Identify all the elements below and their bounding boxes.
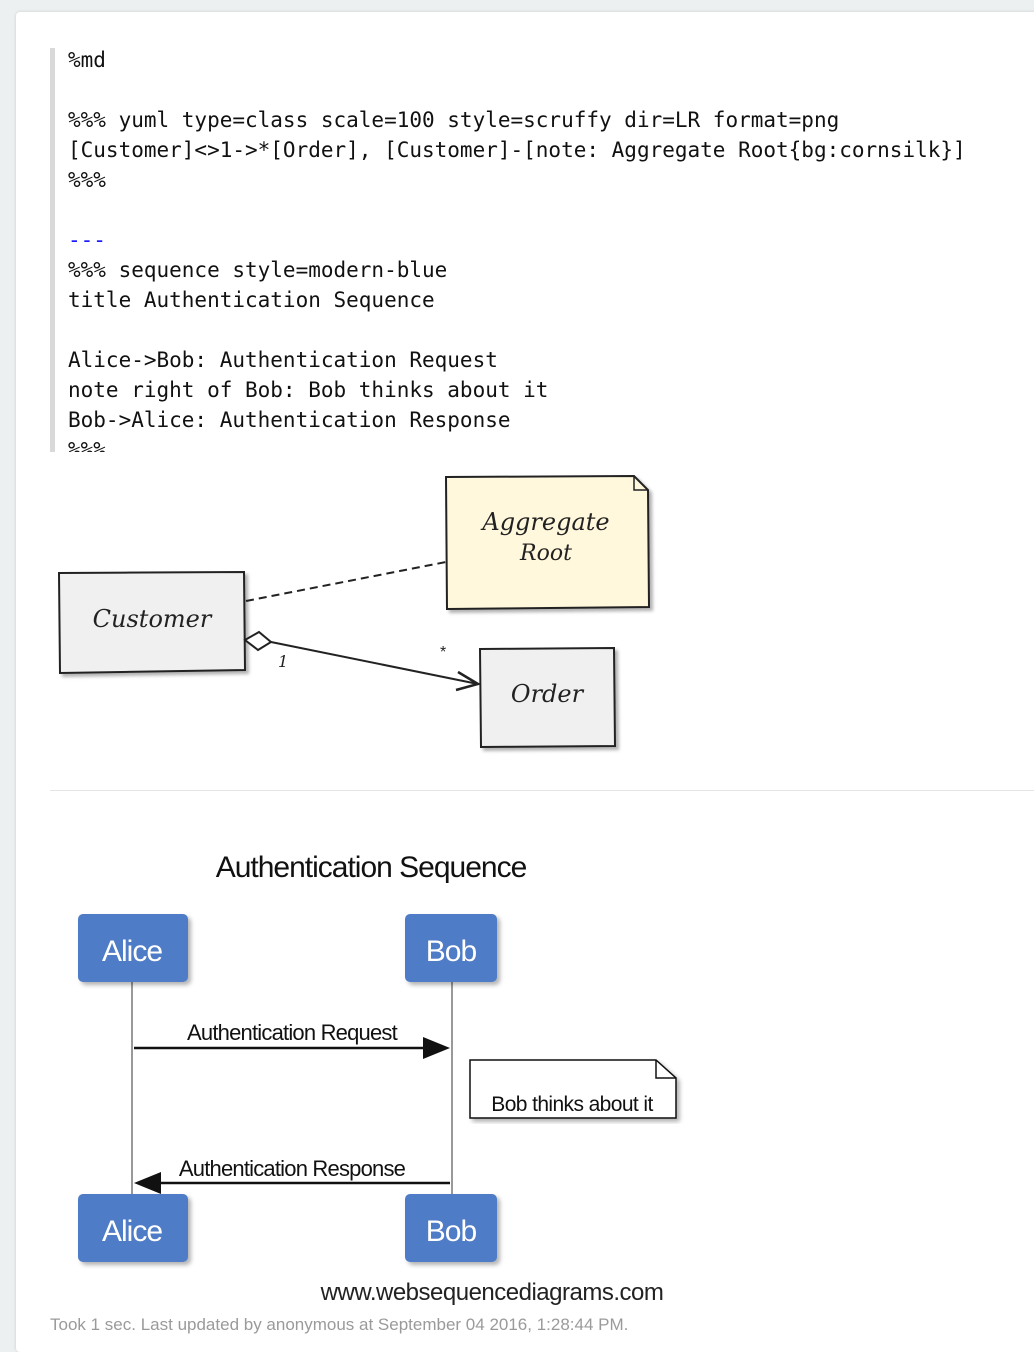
code-editor[interactable]: %md %%% yuml type=class scale=100 style=… — [50, 48, 1034, 452]
alice-bottom: Alice — [78, 1194, 188, 1262]
code-line: title Authentication Sequence — [68, 288, 435, 312]
customer-label: Customer — [93, 605, 213, 633]
code-line: Bob->Alice: Authentication Response — [68, 408, 511, 432]
svg-text:Alice: Alice — [102, 935, 162, 968]
output-divider — [50, 790, 1034, 791]
multiplicity-source: 1 — [278, 652, 288, 671]
code-line: %md — [68, 48, 106, 72]
sequence-title: Authentication Sequence — [216, 851, 527, 884]
svg-text:Alice: Alice — [102, 1215, 162, 1248]
order-label: Order — [511, 680, 585, 708]
code-line: Alice->Bob: Authentication Request — [68, 348, 498, 372]
note-line-1: Aggregate — [480, 508, 609, 536]
paragraph-status: Took 1 sec. Last updated by anonymous at… — [50, 1315, 629, 1334]
sequence-diagram: Authentication Sequence Alice Bob Authen… — [78, 851, 677, 1306]
aggregation-association: 1 * — [243, 630, 482, 692]
note-aggregate-root: Aggregate Root — [444, 474, 651, 611]
notebook-paragraph: %md %%% yuml type=class scale=100 style=… — [16, 12, 1034, 1352]
multiplicity-target: * — [440, 644, 446, 661]
code-line: %%% — [68, 168, 106, 192]
code-line: %%% yuml type=class scale=100 style=scru… — [68, 108, 840, 132]
svg-text:Bob thinks about it: Bob thinks about it — [491, 1093, 653, 1116]
note-line-2: Root — [519, 541, 572, 566]
svg-text:Bob: Bob — [426, 1215, 477, 1248]
svg-text:Bob: Bob — [426, 935, 477, 968]
message-request: Authentication Request — [134, 1020, 450, 1059]
bob-bottom: Bob — [405, 1194, 497, 1262]
code-line: %%% — [68, 438, 106, 452]
code-line: [Customer]<>1->*[Order], [Customer]-[not… — [68, 138, 966, 162]
bob-top: Bob — [405, 914, 497, 982]
svg-text:Authentication Response: Authentication Response — [179, 1156, 406, 1181]
note-connector — [245, 561, 447, 602]
svg-text:Authentication Request: Authentication Request — [187, 1020, 398, 1045]
code-line: --- — [68, 228, 106, 252]
code-line: %%% sequence style=modern-blue — [68, 258, 448, 282]
customer-class: Customer — [57, 570, 247, 675]
watermark: www.websequencediagrams.com — [320, 1279, 664, 1306]
order-class: Order — [478, 646, 617, 749]
code-line: note right of Bob: Bob thinks about it — [68, 378, 549, 402]
message-response: Authentication Response — [134, 1156, 450, 1194]
alice-top: Alice — [78, 914, 188, 982]
note-bob: Bob thinks about it — [469, 1059, 677, 1119]
class-diagram: Customer Aggregate Root Order 1 * — [57, 474, 651, 749]
